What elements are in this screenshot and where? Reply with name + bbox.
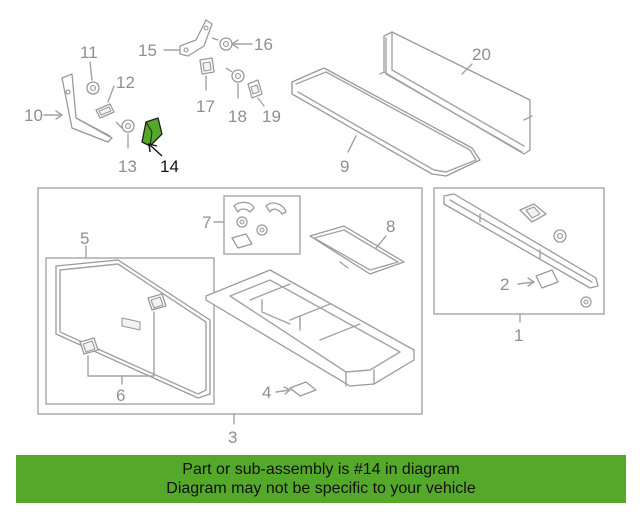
part-4-pad[interactable] (289, 381, 317, 397)
leader-11 (89, 61, 93, 81)
part-6-clip-b[interactable] (147, 293, 167, 311)
callout-10: 10 (24, 106, 43, 125)
part-15-bracket[interactable] (179, 19, 213, 57)
callout-14: 14 (160, 157, 179, 176)
banner-line-1: Part or sub-assembly is #14 in diagram (182, 461, 460, 478)
callout-17: 17 (196, 97, 215, 116)
part-17-clip[interactable] (199, 57, 215, 75)
callout-3: 3 (228, 428, 237, 447)
callout-2: 2 (500, 275, 509, 294)
assembly-box-1 (433, 187, 605, 315)
part-6-clip-a[interactable] (79, 337, 99, 355)
part-10-bracket[interactable] (61, 73, 113, 143)
leader-4 (275, 389, 291, 393)
assembly-box-7 (223, 195, 301, 255)
part-1-clip[interactable] (553, 229, 567, 243)
leader-14 (150, 145, 163, 157)
part-5-trim-panel[interactable] (55, 259, 211, 399)
leader-19 (257, 97, 265, 107)
callout-4: 4 (262, 383, 271, 402)
part-20-cargo-cover[interactable] (379, 31, 533, 155)
part-11-bolt[interactable] (86, 81, 100, 95)
callout-6: 6 (116, 386, 125, 405)
leader-9 (347, 135, 357, 153)
part-14-highlighted[interactable] (141, 117, 163, 147)
part-19-clip[interactable] (247, 79, 263, 99)
part-18-screw[interactable] (225, 67, 245, 83)
part-2-clip[interactable] (535, 269, 559, 289)
part-7-hooks[interactable] (231, 201, 287, 249)
callout-8: 8 (386, 217, 395, 236)
part-13-screw[interactable] (115, 119, 135, 133)
callout-7: 7 (202, 213, 211, 232)
callout-13: 13 (118, 157, 137, 176)
part-12-clip[interactable] (95, 103, 115, 119)
callout-18: 18 (228, 107, 247, 126)
callout-5: 5 (80, 229, 89, 248)
leader-12 (107, 85, 115, 103)
assembly-box-5 (45, 257, 215, 405)
part-16-bolt[interactable] (211, 37, 233, 51)
banner-line-2: Diagram may not be specific to your vehi… (166, 480, 476, 497)
callout-11: 11 (80, 43, 98, 62)
part-8-lid[interactable] (309, 225, 405, 275)
leader-8 (375, 235, 387, 249)
info-banner: Part or sub-assembly is #14 in diagram D… (16, 455, 626, 503)
callout-16: 16 (254, 35, 273, 54)
leader-20 (461, 63, 473, 75)
leader-2 (517, 281, 535, 285)
part-1-sill-trim[interactable] (443, 193, 599, 308)
part-1-bracket[interactable] (519, 203, 547, 223)
callout-20: 20 (472, 45, 491, 64)
part-9-cargo-board[interactable] (291, 67, 481, 177)
callout-15: 15 (138, 41, 157, 60)
callout-1: 1 (514, 326, 523, 345)
parts-diagram: 10 11 12 13 14 15 16 (24, 19, 605, 447)
callout-12: 12 (116, 73, 135, 92)
callout-19: 19 (262, 107, 281, 126)
leader-6 (87, 311, 155, 377)
part-3-cargo-tray[interactable] (205, 269, 415, 387)
assembly-box-3 (37, 187, 423, 415)
callout-9: 9 (340, 157, 349, 176)
